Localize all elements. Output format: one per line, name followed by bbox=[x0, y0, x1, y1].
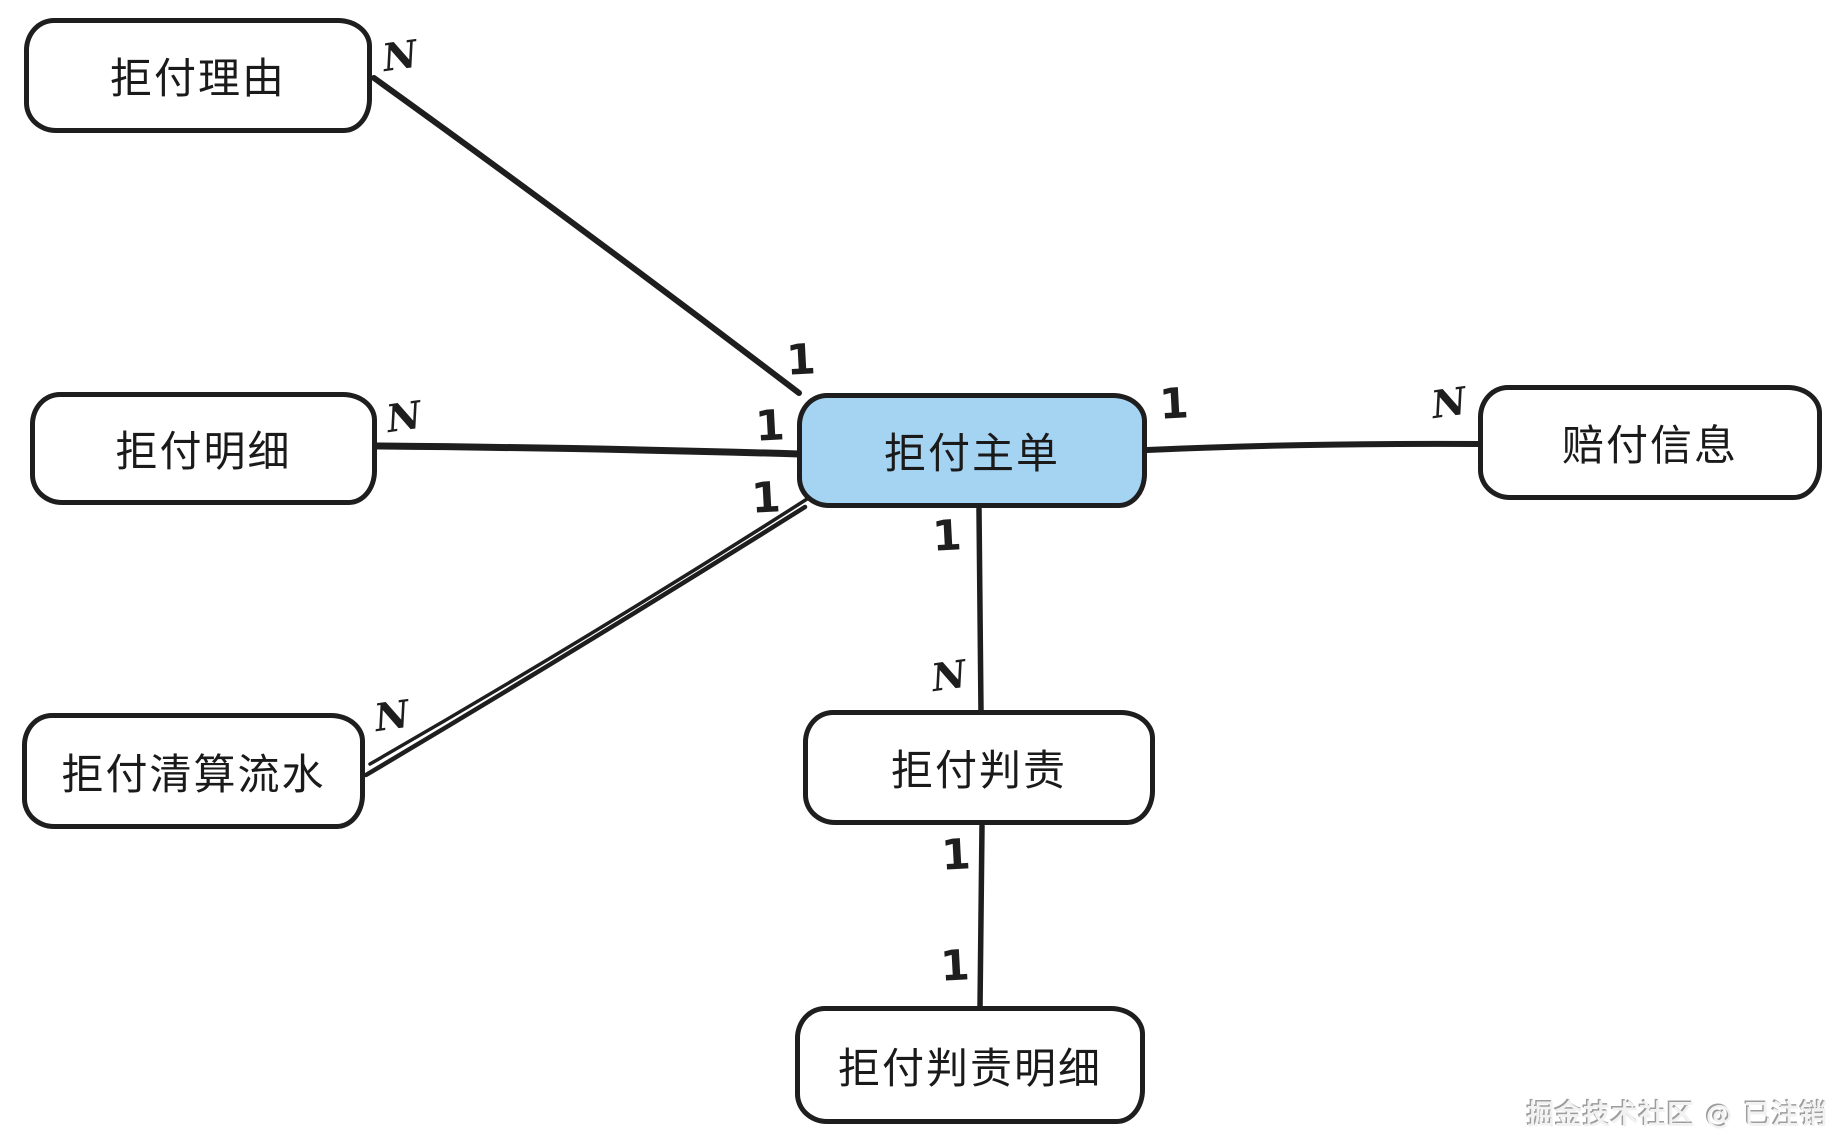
entity-label: 拒付明细 bbox=[115, 427, 292, 476]
connector-line bbox=[1144, 440, 1483, 453]
entity-label: 拒付主单 bbox=[883, 429, 1060, 478]
entity-compensation-info: 赔付信息 bbox=[1478, 385, 1822, 500]
cardinality-label: N bbox=[928, 650, 970, 701]
watermark: 掘金技术社区 @ 已注销 bbox=[1527, 1100, 1828, 1131]
cardinality-label: N bbox=[371, 690, 413, 741]
cardinality-label: 1 bbox=[785, 334, 817, 385]
entity-reject-reason: 拒付理由 bbox=[24, 18, 372, 133]
entity-reject-liability: 拒付判责 bbox=[803, 710, 1155, 825]
cardinality-label: 1 bbox=[939, 940, 971, 991]
cardinality-label: 1 bbox=[750, 472, 782, 523]
connector-line bbox=[373, 442, 803, 458]
entity-reject-clearing-flow: 拒付清算流水 bbox=[22, 713, 365, 829]
entity-reject-detail: 拒付明细 bbox=[30, 392, 377, 505]
cardinality-label: 1 bbox=[1158, 378, 1190, 429]
cardinality-label: N bbox=[379, 30, 421, 81]
entity-label: 拒付理由 bbox=[109, 54, 286, 103]
entity-label: 拒付清算流水 bbox=[61, 749, 326, 799]
connector-line bbox=[363, 504, 808, 778]
connector-line bbox=[977, 823, 985, 1011]
entity-label: 赔付信息 bbox=[1561, 421, 1738, 470]
entity-reject-main-order: 拒付主单 bbox=[797, 393, 1147, 508]
connector-line bbox=[371, 75, 802, 396]
cardinality-label: 1 bbox=[931, 510, 963, 561]
entity-reject-liability-detail: 拒付判责明细 bbox=[795, 1006, 1145, 1124]
connector-line bbox=[976, 506, 984, 715]
entity-label: 拒付判责 bbox=[890, 746, 1067, 795]
entity-label: 拒付判责明细 bbox=[837, 1043, 1102, 1093]
cardinality-label: 1 bbox=[940, 829, 972, 880]
cardinality-label: N bbox=[1428, 377, 1470, 428]
cardinality-label: 1 bbox=[754, 400, 786, 451]
connector-line bbox=[368, 497, 809, 766]
cardinality-label: N bbox=[383, 391, 425, 442]
